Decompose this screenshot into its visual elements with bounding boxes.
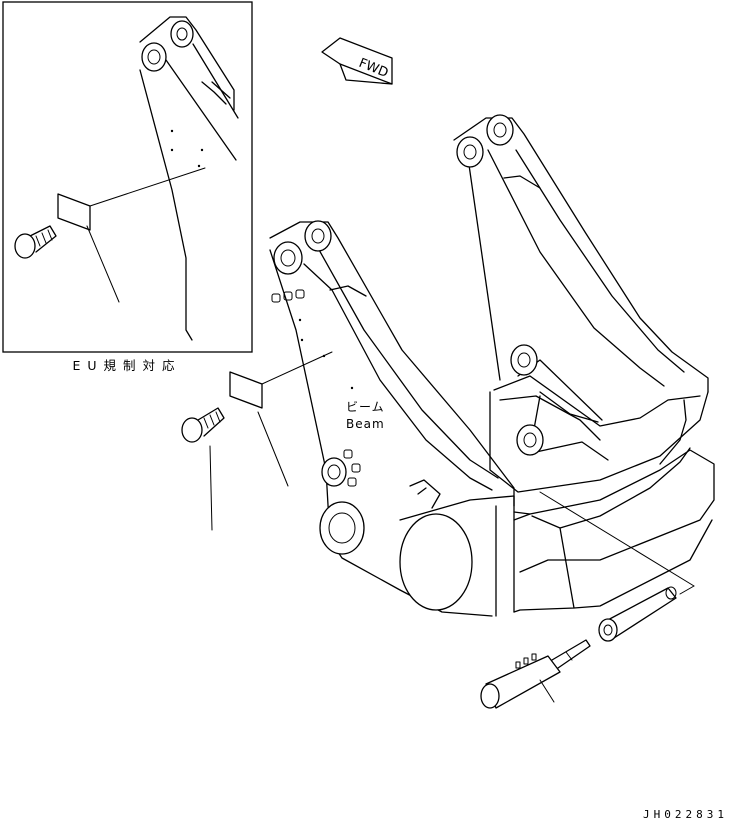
boom-assembly <box>269 114 715 617</box>
fwd-arrow: FWD <box>321 37 393 85</box>
beam-label-en: Beam <box>346 417 385 431</box>
eu-detail-inset <box>2 1 253 353</box>
inset-frame <box>2 1 253 353</box>
beam-label: ビーム Beam <box>346 400 385 431</box>
inset-caption: EU規制対応 <box>72 358 181 373</box>
inset-boom-arm <box>139 16 239 341</box>
inset-rivet <box>14 225 57 259</box>
inset-plate <box>57 193 91 231</box>
beam-label-jp: ビーム <box>346 400 385 414</box>
drawing-id: JH022831 <box>643 808 728 821</box>
main-rivet <box>181 407 225 531</box>
main-plate <box>229 371 263 409</box>
pin-assembly <box>480 491 695 709</box>
